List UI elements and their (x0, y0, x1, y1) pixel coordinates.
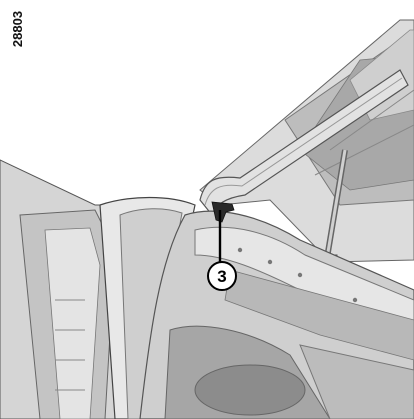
release-tab (211, 201, 235, 223)
figure-code-label: 28803 (10, 10, 25, 48)
callout-3: 3 (207, 261, 237, 291)
callout-circle (207, 261, 237, 291)
callout-number: 3 (217, 267, 226, 286)
lower-cavity (164, 325, 414, 419)
